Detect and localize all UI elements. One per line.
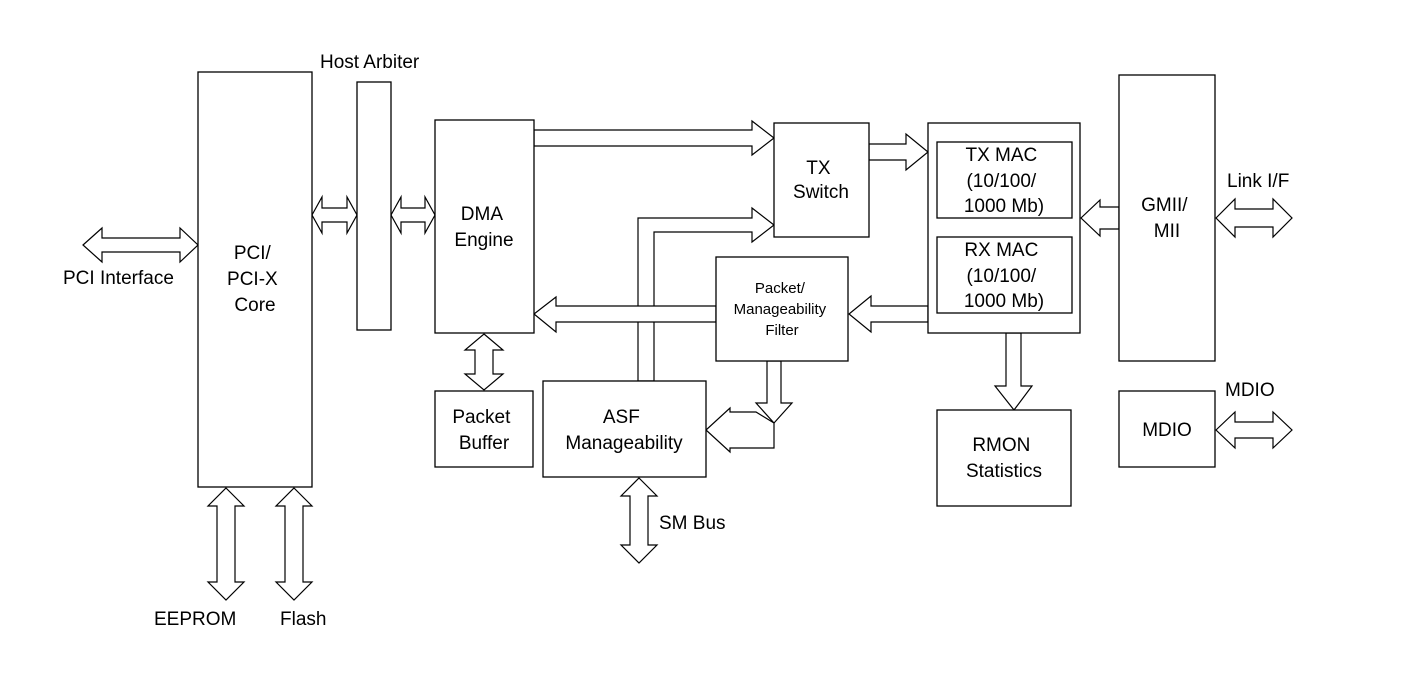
rx-mac-block <box>936 236 1073 314</box>
rx-mac-label: RX MAC (10/100/ 1000 Mb) <box>964 240 1044 312</box>
packet-filter-label: Packet/ Manageability Filter <box>734 280 831 339</box>
rmon-statistics-label: RMON Statistics <box>966 435 1042 482</box>
arrow-txswitch-txmac <box>868 132 929 172</box>
mdio-block <box>1118 390 1216 468</box>
tx-switch-label: TX Switch <box>793 158 849 203</box>
arrow-link-if <box>1215 197 1293 239</box>
flash-label: Flash <box>280 609 326 630</box>
arrow-arbiter-dma <box>390 194 436 236</box>
arrow-pci-interface <box>82 226 199 264</box>
packet-buffer-block <box>434 390 534 468</box>
sm-bus-label: SM Bus <box>659 513 726 534</box>
arrow-core-eeprom <box>206 487 246 601</box>
arrow-filter-asf-left <box>705 406 775 454</box>
asf-manageability-label: ASF Manageability <box>565 407 683 454</box>
tx-mac-label: TX MAC (10/100/ 1000 Mb) <box>964 145 1044 217</box>
arrow-core-flash <box>274 487 314 601</box>
tx-switch-block <box>773 122 870 238</box>
link-if-label: Link I/F <box>1227 171 1289 192</box>
mdio-block-label: MDIO <box>1142 420 1192 441</box>
arrow-dma-txswitch <box>533 119 775 157</box>
eeprom-label: EEPROM <box>154 609 236 630</box>
pci-core-block <box>197 71 313 488</box>
tx-mac-block <box>936 141 1073 219</box>
arrow-asf-smbus <box>619 477 659 564</box>
arrow-rxmac-rmon <box>993 332 1034 411</box>
arrow-filter-dma <box>533 295 717 334</box>
arrow-filter-asf <box>754 360 794 424</box>
dma-engine-label: DMA Engine <box>454 204 513 251</box>
packet-buffer-label: Packet Buffer <box>452 407 515 454</box>
host-arbiter-block <box>356 81 392 331</box>
arrow-dma-packetbuffer <box>463 333 505 391</box>
pci-core-label: PCI/ PCI-X Core <box>227 243 283 316</box>
arrow-mdio-ext <box>1215 410 1293 450</box>
arrow-gmii-mac <box>1080 198 1120 238</box>
gmii-mii-block <box>1118 74 1216 362</box>
mdio-ext-label: MDIO <box>1225 380 1275 401</box>
dma-engine-block <box>434 119 535 334</box>
host-arbiter-label: Host Arbiter <box>320 52 420 73</box>
gmii-mii-label: GMII/ MII <box>1141 195 1193 242</box>
arrow-rxmac-filter <box>848 294 929 334</box>
asf-manageability-block <box>542 380 707 478</box>
pci-interface-label: PCI Interface <box>63 268 174 289</box>
rmon-statistics-block <box>936 409 1072 507</box>
arrow-core-arbiter <box>311 194 358 236</box>
packet-filter-block <box>715 256 849 362</box>
